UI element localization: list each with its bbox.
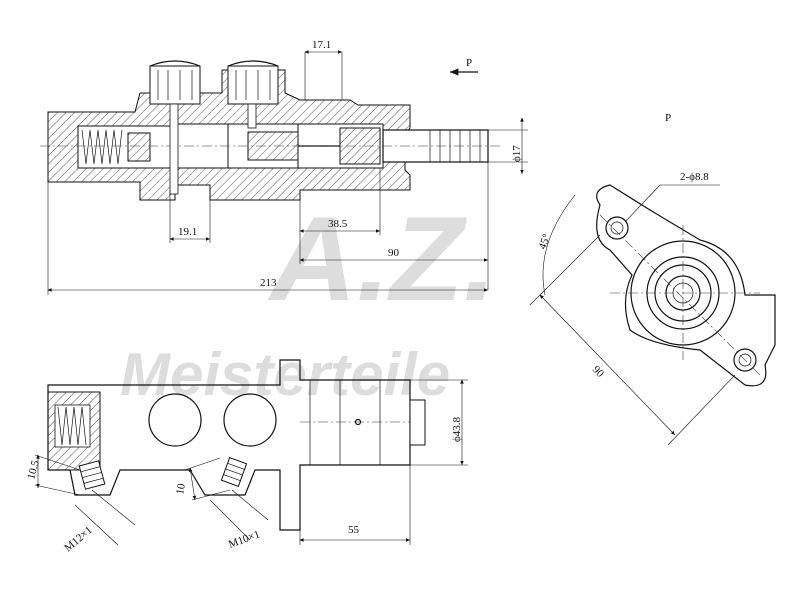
- dim-10-5: 10.5: [25, 454, 81, 496]
- reservoir-port-1: [148, 393, 202, 447]
- pressure-label: P: [466, 57, 472, 69]
- dim-17-1: 17.1: [304, 39, 343, 100]
- dim-17-1-text: 17.1: [312, 39, 331, 51]
- piston-seal-1: [127, 132, 151, 162]
- dim-m12: M12×1: [62, 489, 136, 554]
- dim-38-5-text: 38.5: [328, 218, 348, 230]
- section-view-top: [40, 60, 500, 201]
- pressure-label-right: P: [665, 112, 671, 124]
- dim-10-text: 10: [174, 482, 188, 495]
- dim-m10: M10×1: [209, 489, 269, 551]
- watermark-logo: A.Z.: [267, 192, 497, 326]
- fitting-m12: [78, 460, 106, 490]
- dim-90-top: 90: [299, 162, 489, 290]
- reservoir-port-2: [223, 393, 277, 447]
- port-cap-2: [227, 65, 279, 105]
- dim-55: 55: [299, 465, 411, 545]
- port-cap-1: [149, 65, 201, 105]
- side-view-bottom: [47, 359, 426, 531]
- dim-55-text: 55: [348, 524, 360, 536]
- dim-phi17-text: ϕ17: [511, 145, 523, 162]
- dim-m10-text: M10×1: [227, 528, 262, 550]
- end-view-flange: [596, 184, 776, 387]
- dim-90-right-text: 90: [590, 364, 607, 381]
- mount-hole-2: [733, 348, 757, 372]
- dim-phi17: ϕ17: [488, 117, 528, 174]
- dim-phi43-8: ϕ43.8: [410, 379, 468, 466]
- dim-m12-text: M12×1: [62, 524, 95, 554]
- watermark-brand: Meisterteile: [120, 341, 450, 408]
- watermark: A.Z. Meisterteile: [120, 192, 497, 408]
- dim-19-1: 19.1: [169, 190, 211, 243]
- dim-10: 10: [174, 457, 231, 501]
- dim-19-1-text: 19.1: [178, 226, 197, 238]
- dim-phi43-8-text: ϕ43.8: [451, 416, 463, 442]
- end-view: P 2-ϕ8.8 45° 90: [529, 112, 776, 446]
- fitting-m10: [220, 457, 248, 487]
- dim-213-text: 213: [260, 277, 277, 289]
- dim-213: 213: [47, 182, 488, 295]
- dim-10-5-text: 10.5: [25, 459, 42, 481]
- mount-hole-1: [605, 216, 629, 240]
- pushrod-end: [409, 399, 426, 446]
- dim-38-5: 38.5: [299, 168, 381, 264]
- dim-2phi8-8-text: 2-ϕ8.8: [680, 171, 709, 183]
- body-outline: [47, 359, 411, 531]
- dim-90-top-text: 90: [388, 247, 400, 259]
- spring-rear: [81, 129, 123, 165]
- dim-45deg-text: 45°: [537, 232, 554, 251]
- pressure-arrow: P: [450, 57, 478, 76]
